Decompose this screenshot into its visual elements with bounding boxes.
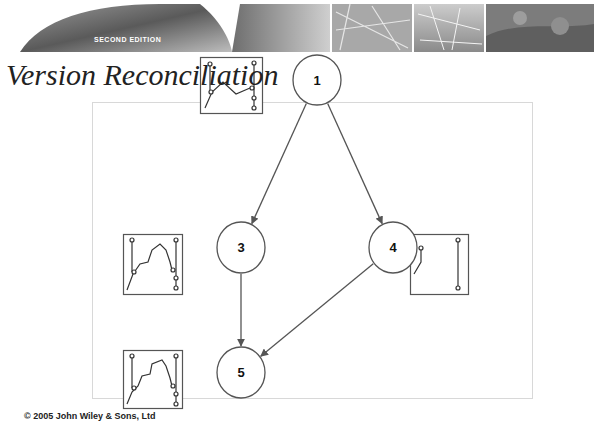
edition-badge: SECOND EDITION <box>94 36 161 43</box>
version-circle: 3 <box>216 221 266 274</box>
derivation-arrow <box>240 274 241 346</box>
version-number: 1 <box>313 73 320 88</box>
slide-title: Version Reconciliation <box>6 58 278 92</box>
derivation-arrow <box>261 264 373 357</box>
version-circle: 1 <box>292 54 342 106</box>
version-circle: 4 <box>368 221 418 274</box>
derivation-arrow <box>252 104 306 224</box>
derivation-arrow <box>328 104 382 224</box>
version-number: 5 <box>237 365 244 380</box>
version-number: 3 <box>237 240 244 255</box>
copyright-note: © 2005 John Wiley & Sons, Ltd <box>22 411 158 421</box>
version-number: 4 <box>389 240 396 255</box>
version-circle: 5 <box>216 346 266 399</box>
